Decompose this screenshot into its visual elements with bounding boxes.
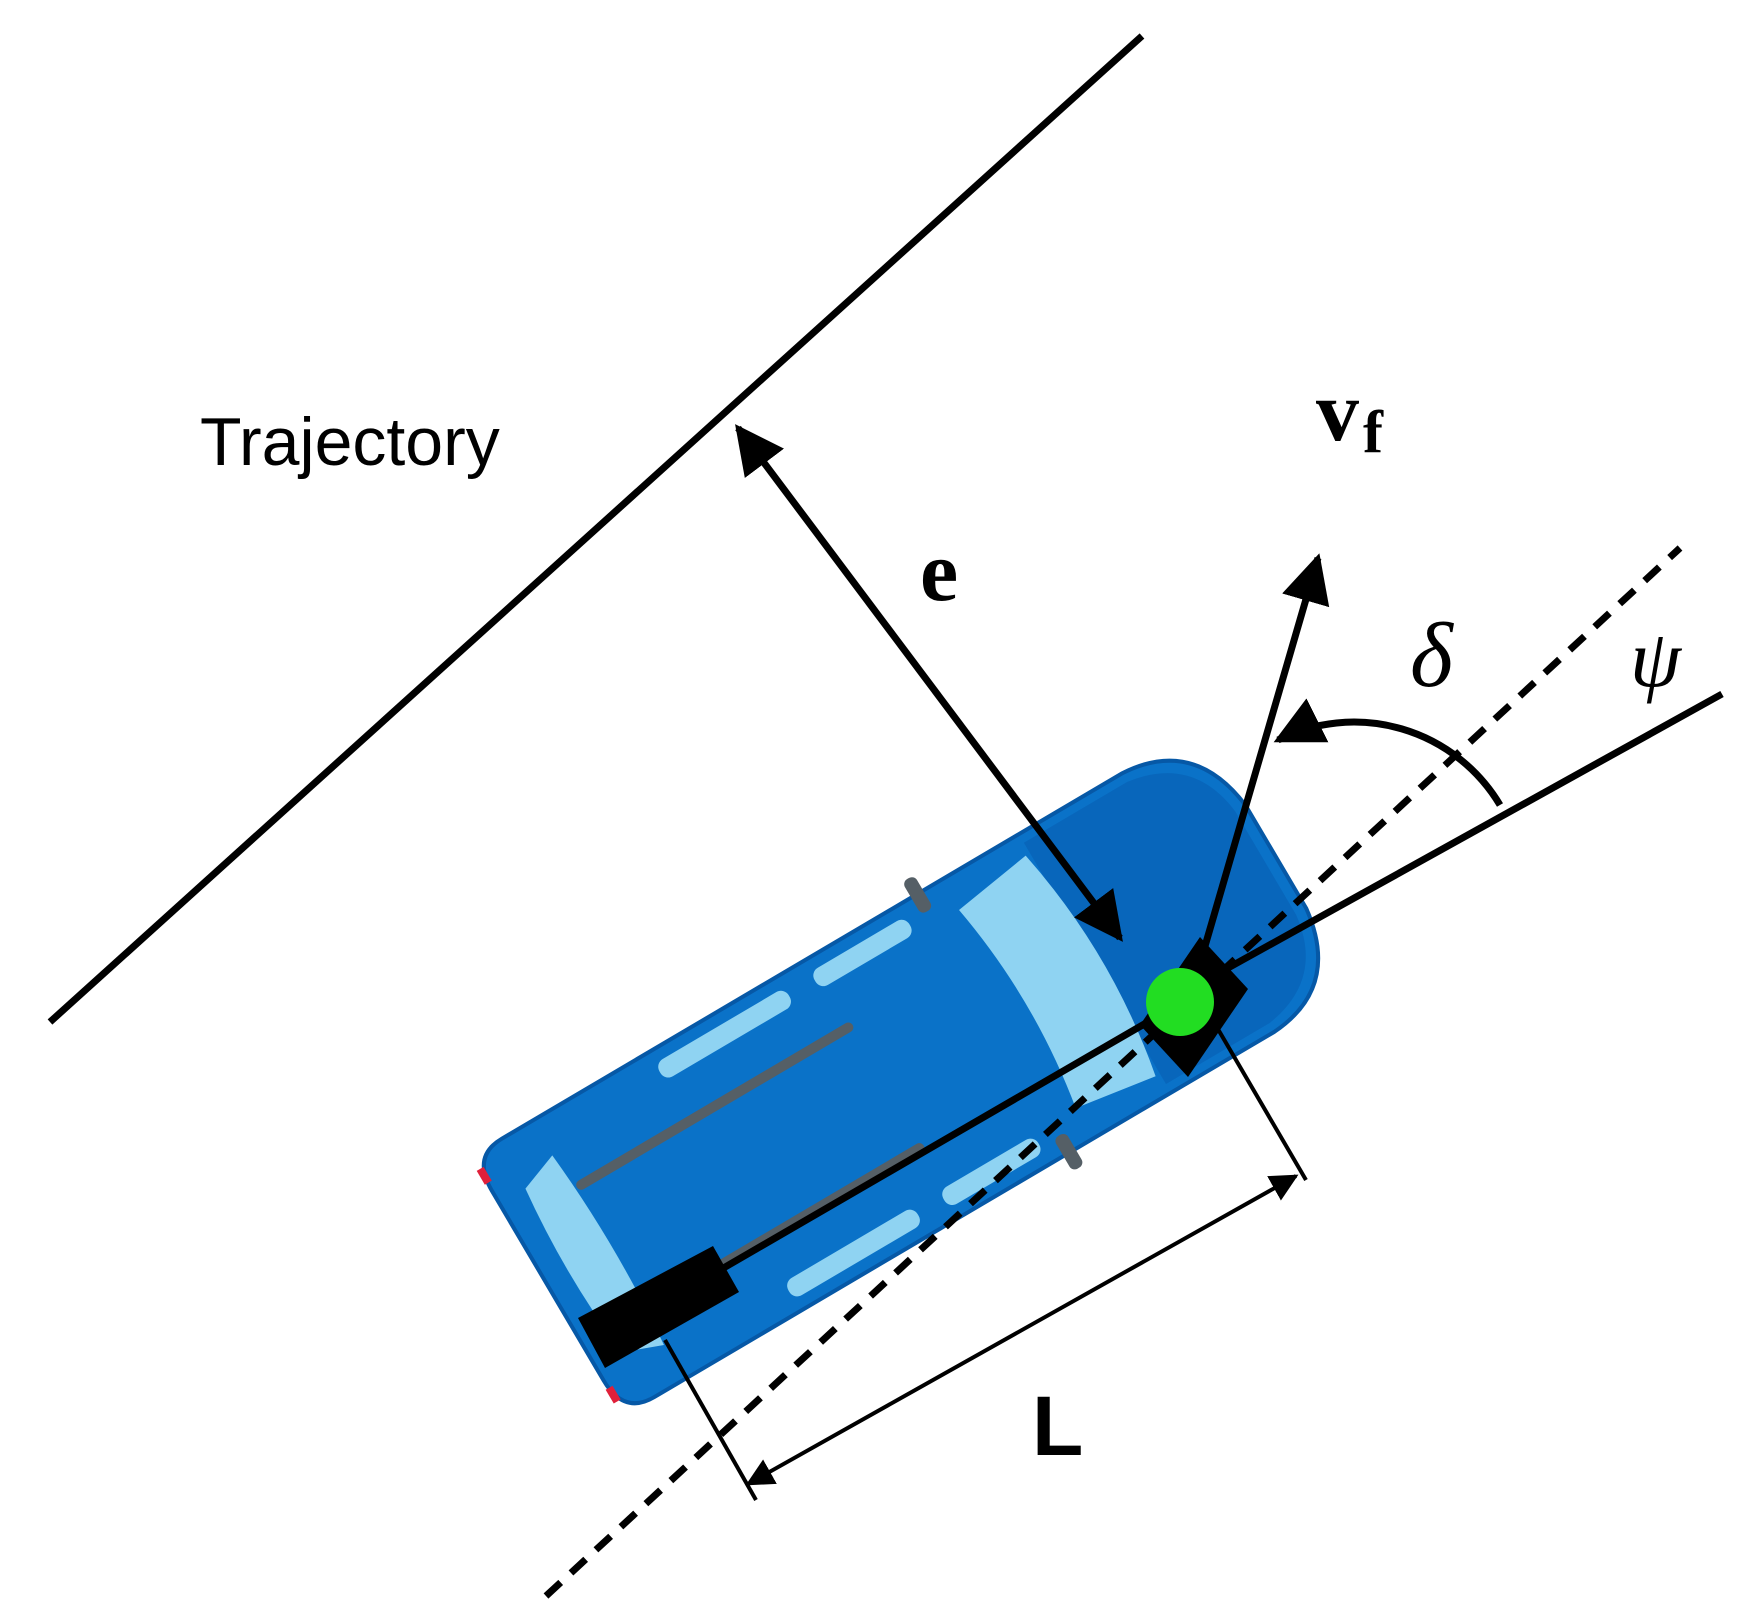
error-label: e <box>920 523 958 619</box>
steer-angle-arc <box>1273 698 1504 807</box>
car-tail-light-left <box>476 1166 492 1185</box>
car-mirror-right <box>1055 1133 1083 1170</box>
trajectory-line <box>47 33 1145 1025</box>
front-velocity-arrow <box>1199 553 1330 954</box>
heading-dashed-line <box>543 545 1683 1599</box>
car-side-window-left-rear <box>658 990 791 1078</box>
front-axle-point <box>1146 968 1214 1036</box>
wheelbase-extension-rear <box>663 1339 758 1501</box>
wheelbase-dimension-arrow <box>745 1174 1299 1486</box>
velocity-label-subscript: f <box>1363 399 1384 465</box>
wheelbase-label: L <box>1032 1379 1083 1473</box>
velocity-label-main: v <box>1316 363 1359 459</box>
rear-axle-block <box>578 1246 739 1368</box>
car-tail-light-right <box>605 1385 621 1404</box>
car-stripe-left <box>576 1022 854 1190</box>
heading-angle-label: ψ <box>1630 613 1683 704</box>
velocity-label: v f <box>1316 363 1384 465</box>
steer-angle-label: δ <box>1410 604 1454 706</box>
reference-heading-line <box>1208 690 1724 982</box>
wheelbase-extension-front <box>1206 1010 1308 1182</box>
lateral-error-arrow <box>735 424 1123 942</box>
trajectory-label: Trajectory <box>200 404 500 480</box>
